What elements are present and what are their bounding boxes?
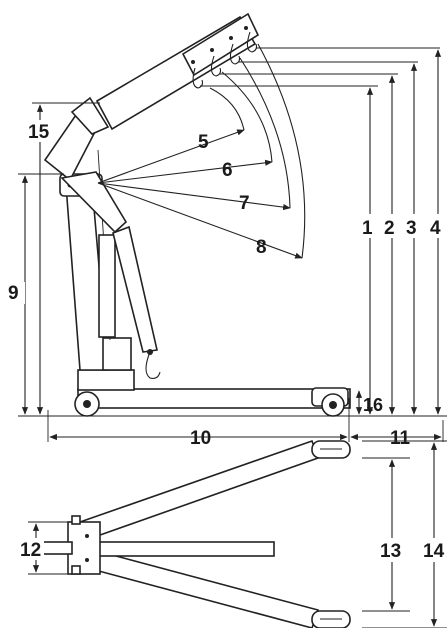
mast-width-dimension: 12 [18,521,70,575]
label-9: 9 [8,283,19,304]
leg-width-dimensions: 13 14 [362,440,447,628]
length-dimensions: 10 11 [47,398,444,449]
label-11: 11 [390,428,411,449]
ram-cylinder [98,234,116,338]
side-view [18,12,447,417]
pump-unit [102,337,132,371]
label-16: 16 [363,395,383,415]
arc-6 [221,71,273,163]
top-rear-wheel-upper [71,515,81,525]
label-13: 13 [380,541,401,562]
label-6: 6 [222,160,233,181]
hook-pos-4 [246,31,258,53]
arc-7 [239,57,291,209]
left-dimensions: 15 9 [7,102,100,415]
label-5: 5 [198,132,209,153]
mast-foot [77,369,135,391]
reach-line-6 [97,159,273,184]
boom-extension [181,12,260,77]
label-12: 12 [20,540,41,561]
base-leg [77,369,351,409]
label-10: 10 [190,428,211,449]
height-dimensions: 1 2 3 4 [200,47,446,415]
label-8: 8 [256,237,267,258]
front-wheel [321,393,345,417]
rear-wheel [74,391,100,417]
boom-lowered [112,225,158,353]
top-wheel-lower [311,610,351,628]
base-beam [77,388,351,409]
top-leg-lower [78,547,320,628]
top-wheel-upper [311,440,351,459]
arc-8 [257,43,306,259]
label-3: 3 [406,218,417,239]
reach-line-8 [97,182,303,259]
hook-pos-3 [229,43,241,65]
label-4: 4 [430,218,441,239]
label-15: 15 [28,122,50,143]
hook-pos-1 [192,67,204,89]
label-2: 2 [384,218,395,239]
top-leg-upper [78,439,320,542]
label-14: 14 [423,541,445,562]
top-boom [95,541,275,557]
top-handle [41,541,73,555]
base-height-dimension: 16 [355,390,383,415]
reach-line-7 [97,182,291,211]
boom-lowered-upper [60,171,128,234]
arc-5 [209,87,245,131]
boom-angle-lines [97,43,306,259]
label-1: 1 [362,218,373,239]
reach-line-5 [97,129,245,184]
top-view [41,439,351,628]
label-7: 7 [239,193,250,214]
top-rear-wheel-lower [71,565,81,575]
hook-lowered [145,351,161,379]
hook-pos-2 [210,55,222,77]
